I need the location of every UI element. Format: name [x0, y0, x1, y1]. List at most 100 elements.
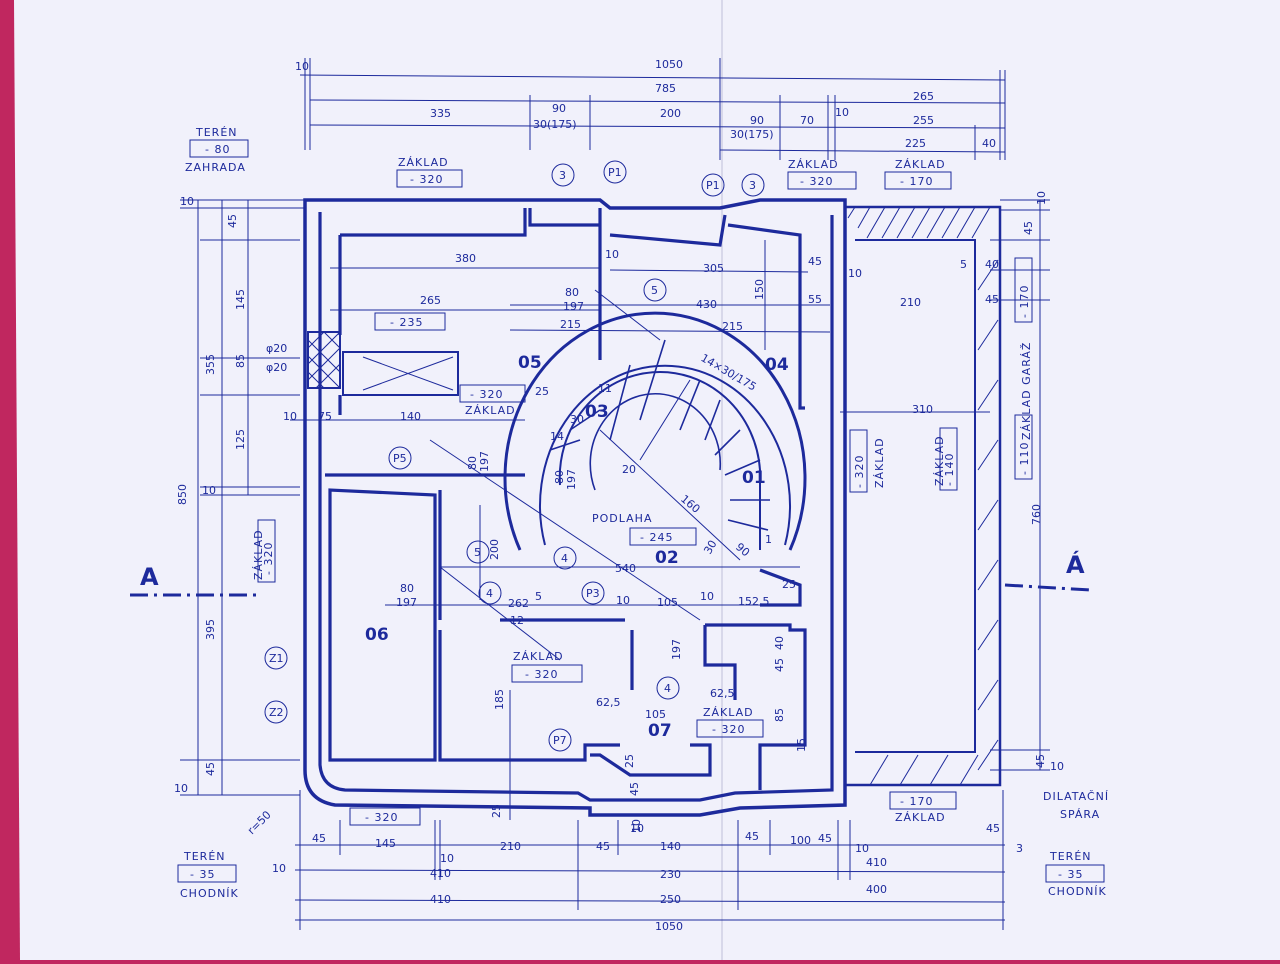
label-teren-tl-val: - 80: [205, 143, 230, 156]
dim-left-45b: 45: [204, 762, 217, 776]
chimney-hatching: [307, 331, 341, 389]
label-dilatacni: DILATAČNÍ: [1043, 790, 1109, 803]
room-03: 03: [585, 402, 609, 422]
label-zahrada: ZAHRADA: [185, 161, 246, 174]
label-boxes: [177, 139, 1105, 883]
label-zaklad-b2-val: - 320: [712, 723, 745, 736]
label-bot-zaklad: ZÁKLAD: [895, 811, 946, 824]
dim-right-45c: 45: [1034, 754, 1047, 768]
room-04: 04: [765, 355, 789, 375]
dim-i197b: 197: [478, 451, 491, 472]
dim-540: 540: [615, 562, 636, 575]
dim-right-760: 760: [1030, 504, 1043, 525]
dim-top-90: 90: [552, 102, 566, 115]
label-320-mid: - 320: [470, 388, 503, 401]
dim-i5b: 5: [535, 590, 542, 603]
dim-150: 150: [753, 279, 766, 300]
marker-4c: 4: [664, 682, 671, 695]
dim-left-45a: 45: [226, 214, 239, 228]
dim-i80d: 80: [400, 582, 414, 595]
marker-4b: 4: [486, 587, 493, 600]
dim-right-40: 40: [985, 258, 999, 271]
dim-left-10b: 10: [202, 484, 216, 497]
dim-i12: 12: [510, 614, 524, 627]
dim-phi20b: φ20: [266, 361, 287, 374]
dim-top-255: 255: [913, 114, 934, 127]
marker-z2: Z2: [269, 706, 284, 719]
label-podlaha-val: - 245: [640, 531, 673, 544]
dim-i80: 80: [565, 286, 579, 299]
marker-circles: [264, 160, 765, 752]
dim-i25b: 25: [782, 578, 796, 591]
dim-i10: 10: [605, 248, 619, 261]
dim-top-335: 335: [430, 107, 451, 120]
dim-bot-230: 230: [660, 868, 681, 881]
garage-wall-hatching: [847, 206, 999, 786]
dim-left-85: 85: [234, 354, 247, 368]
dim-top-265: 265: [913, 90, 934, 103]
dim-i197c: 197: [565, 469, 578, 490]
dim-top-30-175: 30(175): [533, 118, 577, 131]
room-06: 06: [365, 625, 389, 645]
dim-i45d: 45: [628, 782, 641, 796]
dim-bot-410a: 410: [430, 867, 451, 880]
dim-i200: 200: [488, 539, 501, 560]
dim-i197: 197: [563, 300, 584, 313]
dim-i85: 85: [773, 708, 786, 722]
dim-i10d: 10: [616, 594, 630, 607]
dim-i11: 11: [598, 382, 612, 395]
dim-top-10b: 10: [835, 106, 849, 119]
dim-bot-45d: 45: [818, 832, 832, 845]
label-zaklad-b1: ZÁKLAD: [513, 650, 564, 663]
dim-bot-410c: 410: [430, 893, 451, 906]
label-zaklad-garaz: ZÁKLAD GARÁŽ: [1020, 342, 1033, 440]
dim-i10f: 10: [630, 819, 643, 833]
label-zaklad-b1-val: - 320: [525, 668, 558, 681]
label-bot-170: - 170: [900, 795, 933, 808]
section-cut-lines: [130, 583, 1091, 597]
label-chodnik-r: CHODNÍK: [1048, 885, 1107, 898]
dim-bot-10d: 10: [630, 822, 644, 835]
dim-right-45: 45: [1022, 221, 1035, 235]
dim-i45: 45: [808, 255, 822, 268]
dim-430: 430: [696, 298, 717, 311]
dim-i25d: 25: [490, 804, 503, 818]
label-zaklad-mid: ZÁKLAD: [465, 404, 516, 417]
dim-i30b: 30: [701, 538, 719, 557]
label-zaklad-r2: ZÁKLAD: [933, 435, 946, 486]
marker-p1b: P1: [706, 179, 720, 192]
dim-bot-400: 400: [866, 883, 887, 896]
dim-top-90b: 90: [750, 114, 764, 127]
dim-right-10: 10: [1035, 191, 1048, 205]
dim-i10c: 10: [283, 410, 297, 423]
room-07: 07: [648, 721, 672, 741]
dim-bot-140: 140: [660, 840, 681, 853]
dim-i20: 20: [622, 463, 636, 476]
dim-left-125: 125: [234, 429, 247, 450]
label-teren-bl-val: - 35: [190, 868, 215, 881]
dim-left-395: 395: [204, 619, 217, 640]
dim-i45c: 45: [773, 658, 786, 672]
marker-5a: 5: [651, 284, 658, 297]
dim-152-5: 152,5: [738, 595, 770, 608]
dim-i197e: 197: [670, 639, 683, 660]
dim-left-355: 355: [204, 354, 217, 375]
dim-i5: 5: [960, 258, 967, 271]
room-05: 05: [518, 353, 542, 373]
label-podlaha: PODLAHA: [592, 512, 652, 525]
label-zaklad-b2: ZÁKLAD: [703, 706, 754, 719]
dim-215a: 215: [560, 318, 581, 331]
marker-4a: 4: [561, 552, 568, 565]
label-bot-320: - 320: [365, 811, 398, 824]
label-teren-tl: TERÉN: [195, 126, 238, 139]
label-zaklad-3: ZÁKLAD: [895, 158, 946, 171]
label-zaklad-left-val: - 320: [262, 542, 275, 575]
dim-i80b: 80: [466, 456, 479, 470]
dim-i1: 1: [765, 533, 772, 546]
dim-i25: 25: [535, 385, 549, 398]
marker-p3: P3: [586, 587, 600, 600]
dim-left-850: 850: [176, 484, 189, 505]
dim-top-10: 10: [295, 60, 309, 73]
dim-380: 380: [455, 252, 476, 265]
